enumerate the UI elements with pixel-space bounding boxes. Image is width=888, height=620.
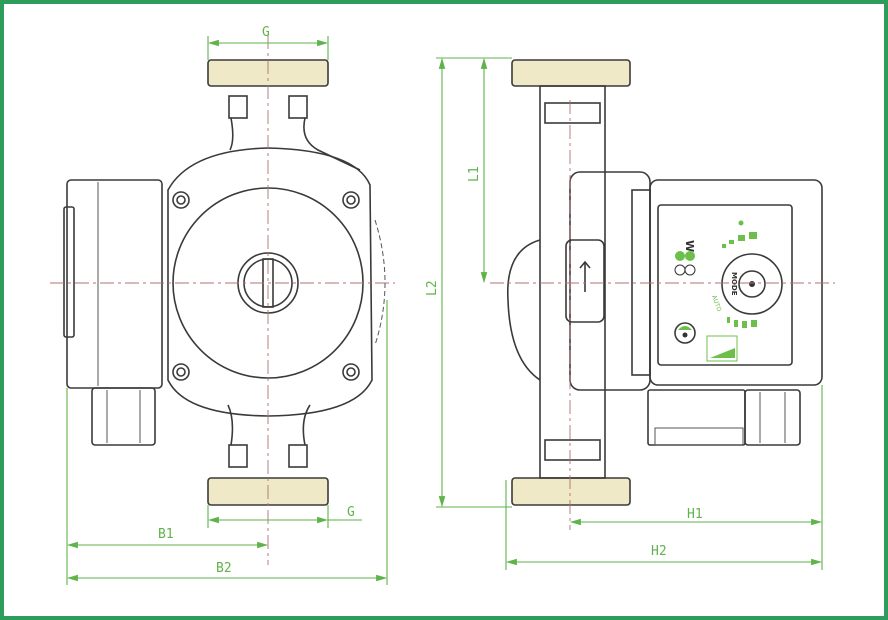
mode-dial[interactable]	[721, 253, 783, 315]
dimension-labels: G G B1 B2 L2 L1 H1 H2	[158, 25, 703, 576]
front-view	[50, 35, 395, 565]
control-panel	[657, 204, 793, 366]
motor-box	[66, 179, 163, 389]
logo-badge	[706, 335, 738, 362]
pump-housing	[167, 147, 373, 417]
control-box	[649, 179, 823, 386]
w-label: W	[683, 240, 696, 252]
flow-arrow-icon	[579, 260, 591, 292]
dim-g-top: G	[262, 25, 270, 40]
terminal-box	[647, 389, 746, 446]
cable-gland	[91, 387, 156, 446]
pump-casing-side	[569, 171, 651, 391]
dimension-lines	[66, 36, 823, 585]
dim-h1: H1	[687, 507, 703, 522]
side-view: W MODE AUTO	[490, 59, 835, 530]
dim-l1: L1	[467, 166, 482, 182]
dim-b2: B2	[216, 561, 232, 576]
dim-b1: B1	[158, 527, 174, 542]
dim-h2: H2	[651, 544, 667, 559]
side-cable-gland	[744, 389, 801, 446]
bolts	[172, 191, 360, 381]
dim-l2: L2	[425, 280, 440, 296]
mode-label: MODE	[730, 272, 738, 296]
power-indicator	[674, 322, 696, 344]
speed-indicator-marks	[722, 220, 757, 328]
auto-label: AUTO	[710, 294, 722, 313]
dim-g-bottom: G	[347, 505, 355, 520]
